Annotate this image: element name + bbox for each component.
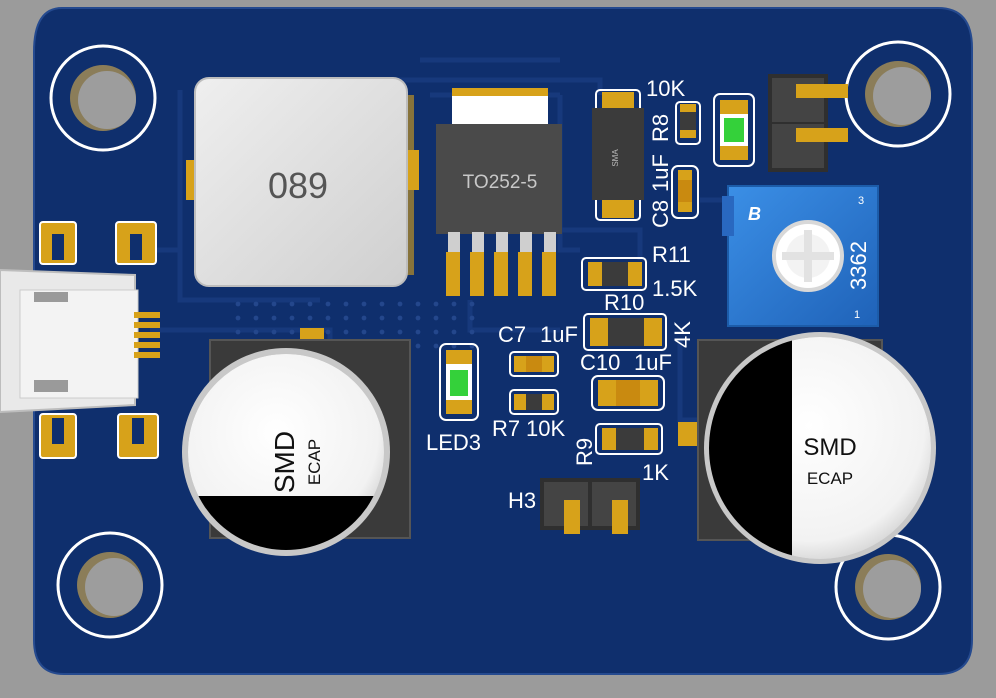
r7-value: 10K	[526, 416, 565, 441]
electrolytic-cap-right: SMD ECAP	[678, 332, 936, 564]
ecap-left-line1: SMD	[269, 431, 300, 493]
r8-value: 10K	[646, 76, 685, 101]
via-dot	[235, 301, 241, 307]
via-dot	[451, 329, 457, 335]
via-dot	[469, 329, 475, 335]
r8-ref: R8	[648, 114, 673, 142]
r11-ref: R11	[652, 242, 691, 267]
via-dot	[325, 329, 331, 335]
mounting-hole-bottom-left	[56, 531, 164, 639]
resistor-r8: 10K R8	[646, 76, 701, 145]
via-dot	[415, 343, 421, 349]
via-dot	[433, 343, 439, 349]
electrolytic-cap-left: SMD ECAP	[182, 328, 411, 556]
r7-ref: R7	[492, 416, 520, 441]
via-dot	[451, 315, 457, 321]
via-dot	[271, 315, 277, 321]
via-dot	[253, 301, 259, 307]
diode-label: SMA	[611, 149, 620, 167]
pot-pin3: 3	[858, 195, 864, 207]
via-dot	[379, 329, 385, 335]
via-dot	[289, 301, 295, 307]
via-dot	[415, 301, 421, 307]
via-dot	[397, 301, 403, 307]
via-dot	[271, 329, 277, 335]
resistor-r7: R7 10K	[492, 389, 565, 441]
via-dot	[325, 301, 331, 307]
c8-ref: C8	[648, 200, 673, 228]
ecap-left-line2: ECAP	[305, 439, 324, 485]
via-dot	[289, 315, 295, 321]
via-dot	[361, 315, 367, 321]
via-dot	[469, 315, 475, 321]
pot-model: 3362	[846, 241, 871, 290]
trimmer-potentiometer: B 3 1 3362	[722, 185, 879, 327]
r9-ref: R9	[572, 438, 597, 466]
via-dot	[451, 301, 457, 307]
via-dot	[433, 329, 439, 335]
via-dot	[415, 329, 421, 335]
c10-value: 1uF	[634, 350, 672, 375]
capacitor-c7: C7 1uF	[498, 322, 578, 377]
usb-signal-pins	[134, 312, 160, 358]
sma-diode: SMA	[592, 89, 644, 221]
via-dot	[433, 301, 439, 307]
c8-value: 1uF	[648, 154, 673, 192]
via-dot	[235, 329, 241, 335]
capacitor-c10: C10 1uF	[580, 350, 672, 411]
pot-pin1: 1	[854, 309, 860, 321]
mounting-hole-top-left	[49, 44, 157, 152]
mounting-hole-top-right	[844, 40, 952, 148]
voltage-regulator: TO252-5	[436, 88, 562, 296]
c7-ref: C7	[498, 322, 526, 347]
inductor-label: 089	[268, 165, 328, 206]
via-dot	[379, 301, 385, 307]
resistor-r11: R11 1.5K	[581, 242, 698, 301]
micro-usb-connector	[0, 221, 160, 459]
via-dot	[253, 329, 259, 335]
via-dot	[253, 315, 259, 321]
ecap-right-line2: ECAP	[807, 469, 853, 488]
h3-ref: H3	[508, 488, 536, 513]
via-dot	[325, 315, 331, 321]
via-dot	[343, 301, 349, 307]
via-dot	[469, 301, 475, 307]
via-dot	[397, 315, 403, 321]
r10-ref: R10	[604, 290, 644, 315]
via-dot	[361, 329, 367, 335]
via-dot	[343, 315, 349, 321]
resistor-r10: R10 4K	[583, 290, 695, 351]
via-dot	[433, 315, 439, 321]
r10-value: 4K	[670, 321, 695, 348]
via-dot	[271, 301, 277, 307]
via-dot	[307, 301, 313, 307]
c10-ref: C10	[580, 350, 620, 375]
via-dot	[235, 315, 241, 321]
header-pins-top-right	[768, 74, 848, 172]
capacitor-c8: C8 1uF	[648, 154, 699, 228]
via-dot	[379, 315, 385, 321]
ecap-right-line1: SMD	[803, 434, 856, 461]
r9-value: 1K	[642, 460, 669, 485]
via-dot	[289, 329, 295, 335]
led-top	[713, 93, 755, 167]
regulator-label: TO252-5	[463, 172, 538, 193]
r11-value: 1.5K	[652, 276, 698, 301]
led3: LED3	[426, 343, 481, 455]
c7-value: 1uF	[540, 322, 578, 347]
mounting-hole-bottom-right	[834, 533, 942, 641]
via-dot	[307, 315, 313, 321]
via-dot	[361, 301, 367, 307]
pot-logo: B	[748, 204, 761, 224]
via-dot	[343, 329, 349, 335]
led3-ref: LED3	[426, 430, 481, 455]
via-dot	[397, 329, 403, 335]
resistor-r9: R9 1K	[572, 423, 669, 485]
via-dot	[415, 315, 421, 321]
header-h3: H3	[508, 478, 640, 534]
inductor: 089	[186, 77, 419, 287]
